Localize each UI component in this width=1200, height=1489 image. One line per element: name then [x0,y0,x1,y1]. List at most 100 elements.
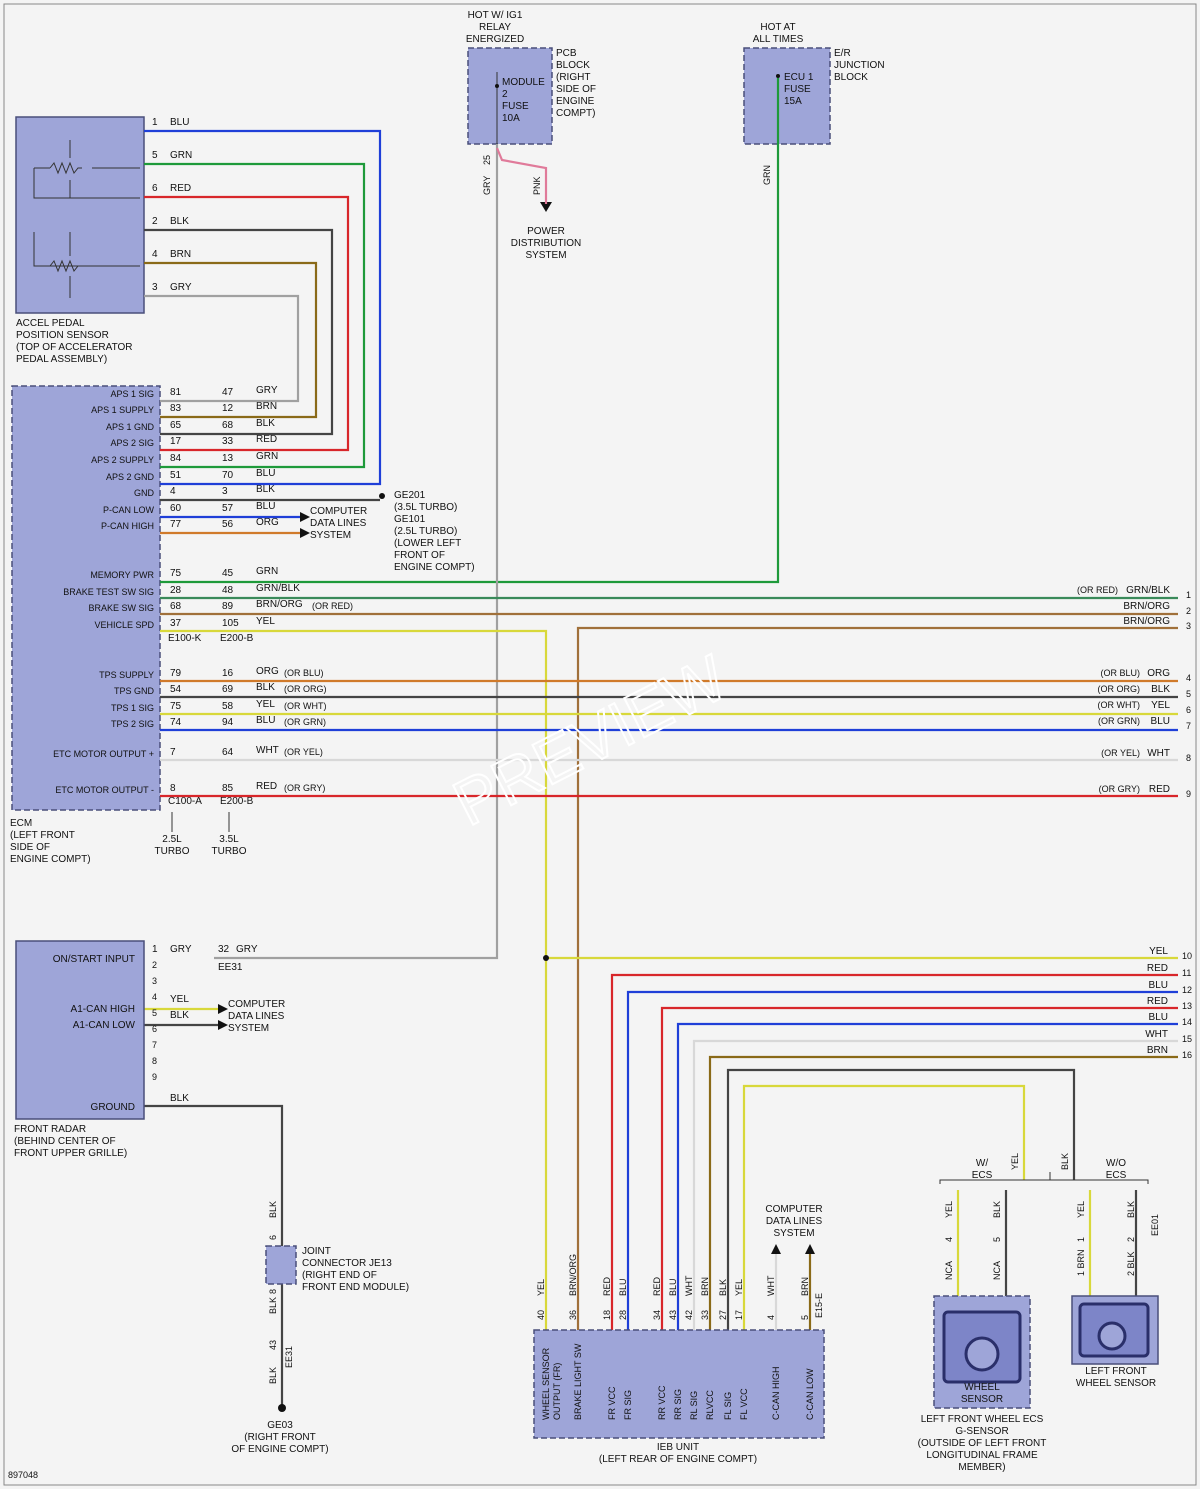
radar-gry2: GRY [236,944,258,955]
nca-label: NCA [992,1261,1002,1280]
right-wire-color: BRN [1147,1045,1168,1056]
power-dist-arrow [540,202,552,212]
pot1-resistor [49,161,82,175]
ecm-pin-name: TPS SUPPLY [99,670,154,680]
ecm-pin-name: APS 1 GND [106,422,155,432]
ecs-yel-label: YEL [1010,1153,1020,1170]
wheel-pin-1: 1 [1076,1237,1086,1242]
ieb-pin-number: 33 [700,1310,710,1320]
ecm-pin-25: 65 [170,420,182,431]
aps-wire [144,261,318,419]
ecm-pin-35: 105 [222,618,239,629]
diagram-border [3,3,1197,1486]
ecm-wire-alt: (OR GRY) [284,783,325,793]
aps-wire [144,129,382,486]
radar-can-high: A1-CAN HIGH [71,1004,135,1015]
ecm-pin-35: 94 [222,717,234,728]
radar-pin-number: 4 [152,992,157,1002]
ecm-pin-35: 48 [222,585,234,596]
ecm-pin-name: APS 2 GND [106,472,155,482]
ecm-pin-25: 7 [170,747,176,758]
ecm-pin-35: 12 [222,403,234,414]
can-arrow-icon [771,1244,781,1254]
ge201-label: GE201(3.5L TURBO)GE101(2.5L TURBO)(LOWER… [394,490,475,573]
ieb-pin-name: FR VCC [607,1386,617,1420]
ieb-wire [676,1022,1178,1330]
ieb-label: IEB UNIT(LEFT REAR OF ENGINE COMPT) [599,1442,757,1465]
radar-on-start: ON/START INPUT [53,954,135,965]
ecm-pin-25: 37 [170,618,182,629]
right-wire-number: 13 [1182,1001,1192,1011]
aps-sensor-box [15,116,145,314]
ieb-pin-name: FL SIG [723,1392,733,1420]
ecm-wire-color: GRN [256,566,278,577]
ecm-box [11,385,161,811]
preview-watermark: PREVIEW [442,641,738,839]
ieb-unit: IEB UNIT(LEFT REAR OF ENGINE COMPT) COMP… [533,1204,825,1465]
can-arrow-icon [300,528,310,538]
ecm-pin-35: 16 [222,668,234,679]
ecm-pin-35: 68 [222,420,234,431]
ecm-pin-35: 57 [222,503,234,514]
ecm-wire-color: RED [256,781,277,792]
ecs-bracket [939,1172,1149,1184]
ieb-box [533,1329,825,1439]
ecm-pin-name: TPS 1 SIG [111,703,154,713]
right-wire-alt: (OR BLU) [1100,668,1140,678]
ecm-wire-color: GRN/BLK [256,583,300,594]
ecm-pin-35: 56 [222,519,234,530]
aps-wire [144,294,300,403]
ieb-pin-number: 28 [618,1310,628,1320]
pot1-lines [33,140,140,199]
ecm-pin-35: 45 [222,568,234,579]
ieb-pin-number: 43 [668,1310,678,1320]
ecm-wire-color: YEL [256,699,275,710]
ground-ge03 [278,1404,286,1412]
aps-wire [144,195,350,452]
right-wire-color: WHT [1145,1029,1168,1040]
ecm-pin-name: APS 2 SIG [110,438,154,448]
ieb-pin-color: BLK [718,1279,728,1296]
brake-light-wire [576,626,1178,1330]
ecm-pin-name: GND [134,488,155,498]
lf-brn-label: 1 BRN [1076,1249,1086,1276]
ecm-pin-35: 85 [222,783,234,794]
ieb-pin-name: FR SIG [623,1390,633,1420]
right-wire-number: 8 [1186,753,1191,763]
memory-pwr-wire [160,78,780,584]
ecm-pin-25: 8 [170,783,176,794]
joint-pin-8: 8 [268,1289,278,1294]
ecm-wire-color: YEL [256,616,275,627]
radar-blk10: BLK [170,1093,189,1104]
ecm-pin-25: 60 [170,503,182,514]
right-wire-alt: (OR YEL) [1101,748,1140,758]
ieb-pin-color: RED [602,1276,612,1296]
ecm-pin-name: VEHICLE SPD [94,620,154,630]
can-arrow-icon [300,512,310,522]
ecm-pin-25: 75 [170,568,182,579]
ieb-pin-number: 42 [684,1310,694,1320]
wheel-pin-5: 5 [992,1237,1002,1242]
pot2-lines [33,232,140,298]
ecm-wire-color: BLK [256,418,275,429]
can-arrow-icon [805,1244,815,1254]
aps-pin-color: GRN [170,150,192,161]
ecm-wire-alt: (OR ORG) [284,684,327,694]
ecm-wire-color: GRY [256,385,278,396]
fl-vcc-wire [742,1084,1026,1330]
ieb-pin-name: RLVCC [705,1390,715,1420]
wheel-wire-color: BLK [992,1201,1002,1218]
right-wire-color: RED [1149,784,1170,795]
